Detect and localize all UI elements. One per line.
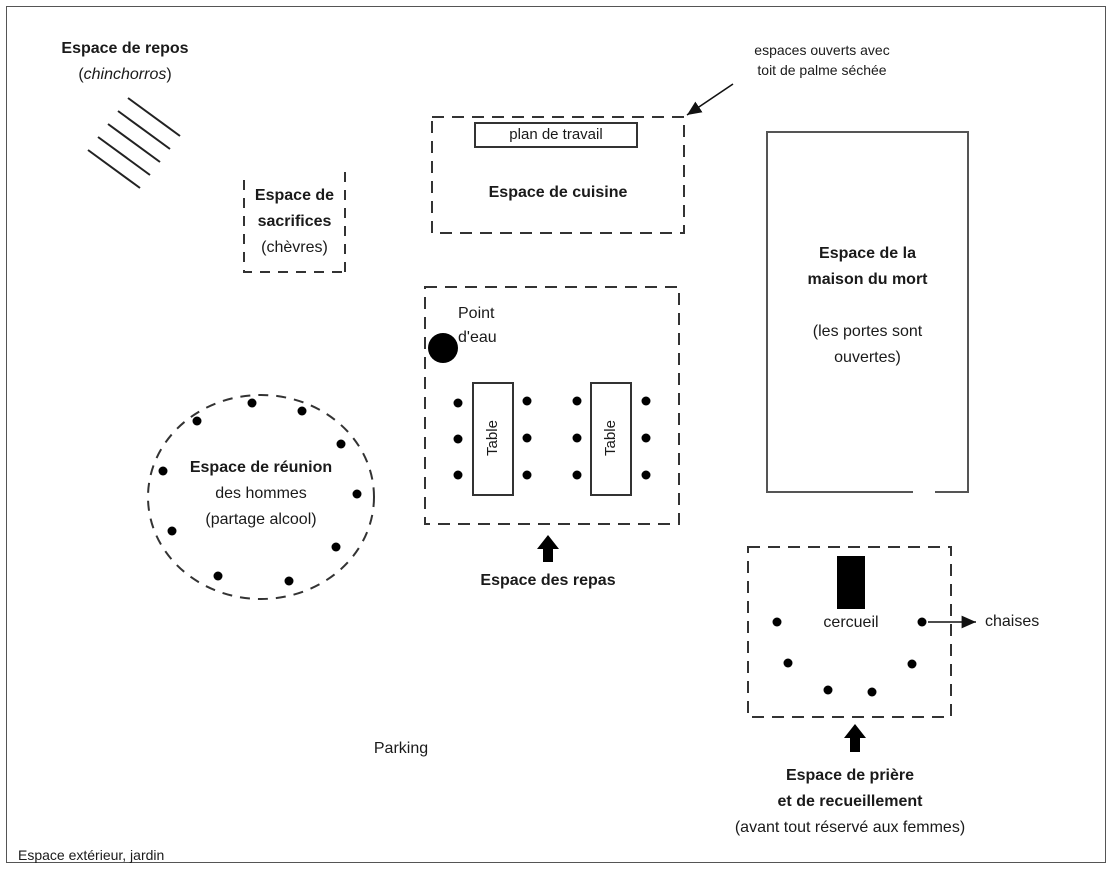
rest-title: Espace de repos [61, 40, 189, 57]
water-label: Point d'eau [458, 302, 528, 350]
hammock-lines [87, 97, 181, 189]
coffin-label: cercueil [823, 614, 879, 631]
diagram-frame [6, 6, 1106, 863]
meals-title: Espace des repas [480, 572, 616, 589]
dead-house-walls [766, 131, 969, 493]
meeting-line3: (partage alcool) [205, 511, 317, 528]
rest-paren-open: ( [78, 66, 84, 83]
sacrifice-line3: (chèvres) [261, 239, 328, 256]
chairs-label: chaises [985, 613, 1040, 630]
table-2 [590, 382, 632, 496]
meeting-chairs [158, 398, 362, 586]
open-note-arrow [686, 83, 734, 116]
dead-house-line3: (les portes sont [812, 323, 923, 340]
meeting-line2: des hommes [215, 485, 307, 502]
open-note-line1: espaces ouverts avec [754, 42, 890, 58]
work-counter-label: plan de travail [509, 126, 603, 143]
rest-label: Espace de repos (chinchorros) [50, 36, 200, 88]
prayer-line1: Espace de prière [785, 767, 915, 784]
water-line1: Point [458, 305, 495, 322]
prayer-area-border [747, 546, 952, 718]
dead-house-line1: Espace de la [819, 245, 916, 262]
sacrifice-line2: sacrifices [257, 213, 332, 230]
meeting-label: Espace de réunion des hommes (partage al… [161, 455, 361, 533]
meeting-line1: Espace de réunion [189, 459, 333, 476]
sacrifice-label: Espace de sacrifices (chèvres) [244, 183, 345, 261]
meal-chairs [453, 396, 651, 480]
parking-label: Parking [373, 740, 429, 757]
meals-up-arrow [537, 535, 559, 562]
prayer-up-arrow [844, 724, 866, 752]
water-point [428, 333, 458, 363]
prayer-chairs [772, 617, 927, 697]
work-counter [474, 122, 638, 148]
open-note-line2: toit de palme séchée [757, 62, 887, 78]
dead-house-label: Espace de la maison du mort (les portes … [767, 241, 968, 371]
sacrifice-line1: Espace de [254, 187, 335, 204]
prayer-line3: (avant tout réservé aux femmes) [734, 819, 966, 836]
water-line2: d'eau [458, 329, 497, 346]
meals-area-border [424, 286, 680, 525]
rest-paren-close: ) [166, 66, 172, 83]
dead-house-line2: maison du mort [807, 271, 928, 288]
table-1 [472, 382, 514, 496]
rest-subtitle: chinchorros [83, 66, 167, 83]
table-2-label: Table [602, 420, 619, 456]
table-1-label: Table [484, 420, 501, 456]
kitchen-title: Espace de cuisine [488, 184, 628, 201]
prayer-line2: et de recueillement [777, 793, 923, 810]
kitchen-area-border [431, 116, 685, 234]
dead-house-line4: ouvertes) [834, 349, 901, 366]
open-note-label: espaces ouverts avec toit de palme séché… [722, 40, 922, 80]
sacrifice-area-border [243, 172, 346, 273]
prayer-label: Espace de prière et de recueillement (av… [683, 763, 1017, 841]
meeting-area-border [147, 394, 375, 600]
coffin [837, 556, 865, 609]
outside-label: Espace extérieur, jardin [18, 847, 165, 863]
